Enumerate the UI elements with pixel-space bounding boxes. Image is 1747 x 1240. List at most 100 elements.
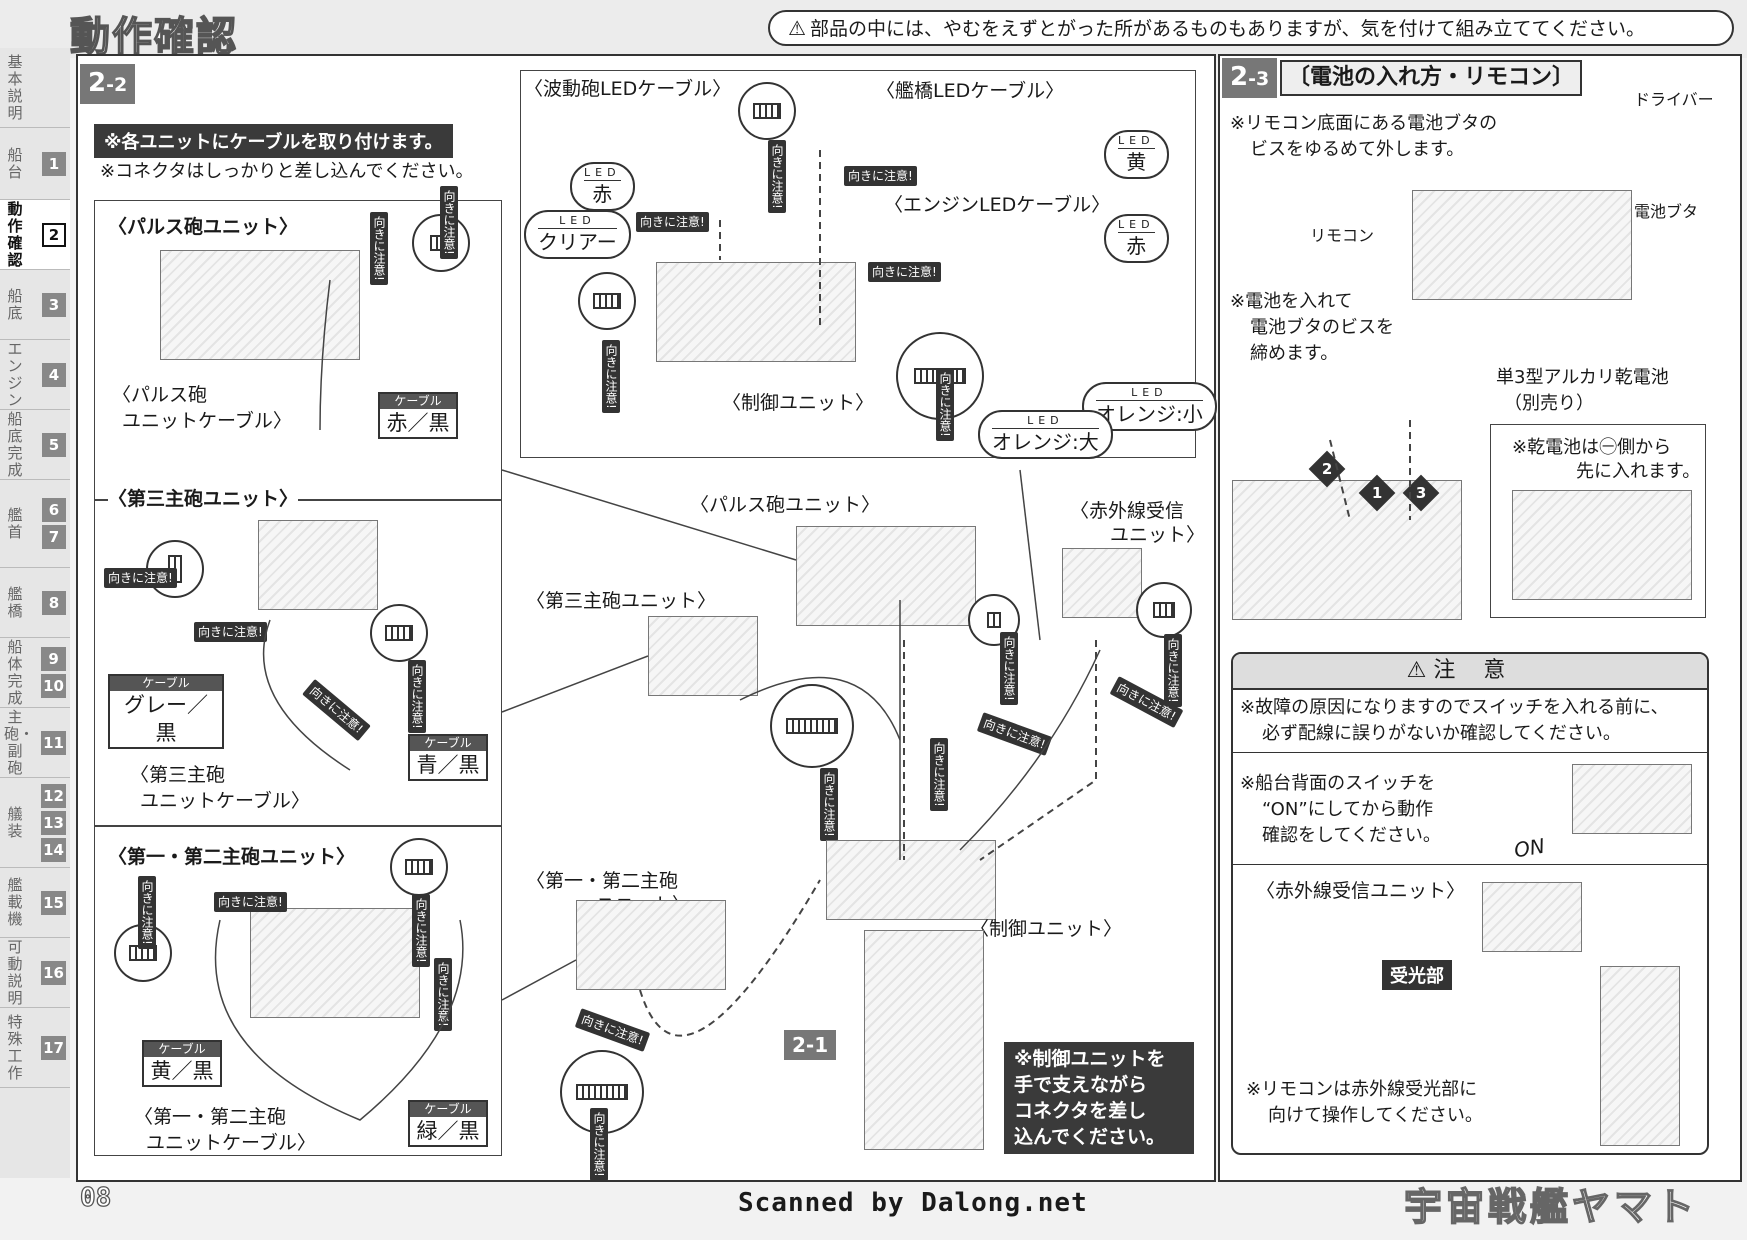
chapter-number: 11: [41, 730, 66, 755]
cable-header: ケーブル: [144, 1042, 220, 1057]
section-major: 2: [1230, 62, 1249, 92]
sidebar-item-label: 艦載機: [7, 876, 23, 928]
led-header: LED: [584, 166, 621, 181]
led-value: クリアー: [538, 230, 617, 254]
remote-note-2b: 電池ブタのビスを: [1250, 317, 1394, 338]
led-header: LED: [1118, 218, 1155, 233]
third-unit-label: 〈第三主砲ユニット〉: [108, 484, 299, 511]
chapter-number: 12: [41, 783, 66, 808]
battery-tip-drawing: [1512, 490, 1692, 600]
cable-header: ケーブル: [380, 394, 456, 409]
warning-text: 部品の中には、やむをえずとがった所があるものもありますが、気を付けて組み立ててく…: [809, 18, 1645, 40]
orient-tag: 向きに注意!: [930, 738, 948, 811]
orient-tag: 向きに注意!: [636, 212, 709, 232]
orient-tag: 向きに注意!: [820, 768, 838, 841]
sidebar-item-13[interactable]: 特殊工作 17: [0, 1008, 70, 1088]
divider: [1233, 752, 1707, 753]
connector-note: ※コネクタはしっかりと差し込んでください。: [100, 161, 474, 182]
first-cable-green: ケーブル緑／黒: [408, 1100, 488, 1147]
chapter-number: 5: [42, 432, 66, 457]
sidebar-item-label: 特殊工作: [7, 1012, 23, 1082]
chapter-number: 13: [41, 810, 66, 835]
order-number: 3: [1415, 484, 1427, 502]
section-number-2-2: 2-2: [80, 64, 136, 104]
first-connector-bubble-a: [390, 838, 448, 896]
sidebar-item-0[interactable]: 基本説明: [0, 48, 70, 128]
caution-item: 確認をしてください。: [1262, 825, 1441, 846]
sidebar-item-numbers: 8: [42, 590, 66, 615]
kankyo-connector-bubble: [738, 82, 796, 140]
warning-icon: ⚠: [788, 16, 806, 40]
kankyo-led-label: 〈艦橋LEDケーブル〉: [876, 80, 1065, 102]
caution-item: ※船台背面のスイッチを: [1240, 773, 1436, 794]
sidebar-item-label: 基本説明: [7, 52, 23, 122]
battery-type-label: 単3型アルカリ乾電池: [1496, 367, 1669, 388]
orient-tag: 向きに注意!: [408, 660, 426, 733]
chapter-number: 8: [42, 590, 66, 615]
sidebar-item-label: 主砲・副砲: [4, 707, 35, 777]
ir-unit-drawing: [1062, 548, 1142, 618]
led-header: LED: [992, 414, 1099, 429]
first-unit-drawing-2: [576, 900, 726, 990]
sidebar-item-numbers: 17: [41, 1035, 66, 1060]
pulse-cable-color: ケーブル赤／黒: [378, 392, 458, 439]
battery-tip-note-2: 先に入れます。: [1576, 461, 1701, 482]
third-cable-blue: ケーブル青／黒: [408, 734, 488, 781]
pulse-unit-drawing: [160, 250, 360, 360]
orient-tag: 向きに注意!: [768, 140, 786, 213]
led-value: オレンジ:小: [1096, 402, 1203, 426]
engine-led-label: 〈エンジンLEDケーブル〉: [884, 194, 1111, 216]
cable-value: グレー／黒: [124, 693, 208, 745]
switch-drawing: [1572, 764, 1692, 834]
ir-unit-label-2: ユニット〉: [1110, 524, 1206, 546]
caution-item: ※故障の原因になりますのでスイッチを入れる前に、: [1240, 697, 1669, 718]
warning-banner: ⚠部品の中には、やむをえずとがった所があるものもありますが、気を付けて組み立てて…: [768, 10, 1734, 46]
third-cable-gray: ケーブルグレー／黒: [108, 674, 224, 749]
first-unit-label-2: 〈第一・第二主砲: [526, 870, 679, 892]
led-value: 赤: [1126, 234, 1147, 258]
first-cable-yellow: ケーブル黄／黒: [142, 1040, 222, 1087]
led-header: LED: [538, 214, 617, 229]
remote-note-2c: 締めます。: [1250, 343, 1339, 364]
third-unit-label-2: 〈第三主砲ユニット〉: [526, 590, 717, 612]
remote-drawing: [1600, 966, 1680, 1146]
orient-tag: 向きに注意!: [1000, 632, 1018, 705]
orient-tag: 向きに注意!: [194, 622, 267, 642]
caution-title: 注意: [1433, 658, 1534, 683]
pulse-unit-label-2: 〈パルス砲ユニット〉: [690, 494, 881, 516]
first-cable-label: 〈第一・第二主砲: [134, 1106, 287, 1128]
cable-header: ケーブル: [410, 736, 486, 751]
sidebar-item-numbers: 1: [42, 151, 66, 176]
cable-header: ケーブル: [110, 676, 222, 691]
orient-tag: 向きに注意!: [370, 212, 388, 285]
sidebar-item-label: 動作確認: [7, 199, 23, 269]
section-minor: -2: [106, 74, 128, 96]
pulse-cable-label: 〈パルス砲: [112, 384, 208, 406]
led-value: 赤: [592, 182, 613, 206]
chapter-number: 17: [41, 1035, 66, 1060]
pulse-unit-drawing-2: [796, 526, 976, 626]
stand-drawing: [864, 930, 984, 1150]
orient-tag: 向きに注意!: [440, 186, 458, 259]
first-second-unit-label: 〈第一・第二主砲ユニット〉: [108, 846, 356, 868]
orient-tag: 向きに注意!: [602, 340, 620, 413]
page-number: 08: [79, 1182, 112, 1213]
control-unit-drawing: [656, 262, 856, 362]
support-note-line: 手で支えながら: [1014, 1074, 1148, 1096]
chapter-number: 10: [41, 674, 66, 698]
